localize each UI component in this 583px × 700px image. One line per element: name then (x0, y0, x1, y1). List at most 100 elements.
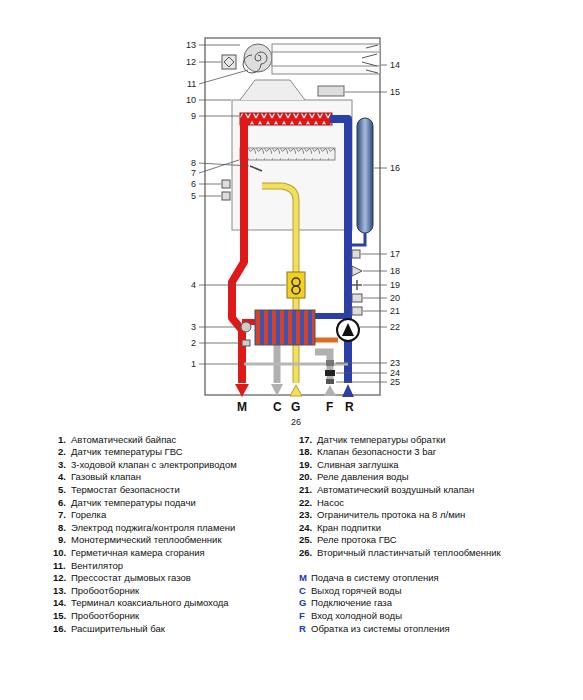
leader-lines (199, 70, 248, 84)
list-number: 14. (53, 598, 66, 609)
expansion-tank (357, 118, 373, 233)
callout-number: 1 (191, 359, 196, 369)
leader-lines (381, 65, 387, 66)
leader-lines (199, 184, 221, 185)
fan (243, 52, 267, 73)
callout-number: 22 (390, 322, 400, 332)
legend-letter: M (299, 573, 307, 584)
list-number: 25. (299, 535, 312, 546)
leader-lines (361, 254, 387, 255)
pump (337, 319, 359, 341)
burner (240, 148, 335, 160)
legend-text: Обратка из системы отопления (311, 624, 450, 635)
list-text: Пробоотборник (71, 586, 139, 597)
callout-number: 13 (186, 40, 196, 50)
leader-lines (199, 116, 239, 117)
heat-exchanger (240, 113, 332, 125)
dhw-pipes (315, 352, 330, 383)
callout-number: 16 (390, 163, 400, 173)
list-number: 26. (299, 548, 312, 559)
list-text: Термостат безопасности (71, 485, 180, 496)
callout-number: 18 (390, 266, 400, 276)
list-text: Автоматический байпас (71, 435, 176, 446)
gas-pipe (292, 286, 300, 294)
list-number: 8. (58, 523, 66, 534)
callout-number: 21 (390, 306, 400, 316)
list-number: 9. (58, 535, 66, 546)
list-number: 13. (53, 586, 66, 597)
leader-lines (363, 285, 387, 286)
flue-terminal (272, 44, 380, 74)
port-letter: F (326, 401, 333, 415)
callout-number: 4 (191, 280, 196, 290)
callout-number: 15 (390, 87, 400, 97)
plate-exchanger (255, 310, 315, 345)
list-number: 5. (58, 485, 66, 496)
list-number: 18. (299, 447, 312, 458)
heat-exchanger (240, 113, 332, 125)
burner (222, 148, 335, 200)
port-letter: M (237, 401, 247, 415)
leader-lines (199, 160, 239, 173)
list-text: Ограничитель протока на 8 л/мин (317, 510, 465, 521)
dhw-pipes (325, 370, 335, 376)
list-text: Пробоотборник (71, 611, 139, 622)
list-text: Электрод поджига/контроля пламени (71, 523, 235, 534)
callout-number: 7 (191, 168, 196, 178)
callout-number: 24 (390, 368, 400, 378)
list-text: Датчик температуры ГВС (71, 447, 183, 458)
list-text: Реле протока ГВС (317, 535, 397, 546)
expansion-tank (357, 118, 373, 233)
callout-number: 10 (186, 95, 196, 105)
list-number: 23. (299, 510, 312, 521)
list-number: 24. (299, 523, 312, 534)
list-number: 19. (299, 460, 312, 471)
callout-number: 9 (191, 111, 196, 121)
list-text: 3-ходовой клапан с электроприводом (71, 460, 237, 471)
port-letter: R (345, 401, 354, 415)
return-pipe (342, 384, 354, 397)
list-text: Вентилятор (71, 561, 123, 572)
callout-number: 23 (390, 358, 400, 368)
leader-lines (363, 271, 387, 272)
valve-and-sensors (352, 280, 362, 290)
list-number: 12. (53, 573, 66, 584)
gas-pipe (287, 272, 305, 298)
callout-number: 3 (191, 322, 196, 332)
valve-and-sensors (241, 250, 362, 346)
list-text: Сливная заглушка (317, 460, 399, 471)
callout-number: 6 (191, 179, 196, 189)
list-text: Прессостат дымовых газов (71, 573, 191, 584)
list-number: 4. (58, 472, 66, 483)
list-number: 2. (58, 447, 66, 458)
leader-lines (199, 62, 221, 63)
leader-lines (199, 100, 231, 101)
burner (222, 192, 230, 200)
list-text: Горелка (71, 510, 106, 521)
list-text: Расширительный бак (71, 624, 165, 635)
list-text: Датчик температуры обратки (317, 435, 446, 446)
valve-and-sensors (352, 307, 362, 315)
leader-lines (363, 311, 387, 312)
legend-text: Вход холодной воды (311, 611, 402, 622)
return-pipe (348, 233, 365, 245)
sample-point (318, 86, 344, 96)
callout-number: 11 (187, 79, 196, 89)
list-number: 1. (58, 435, 66, 446)
leader-lines (374, 168, 387, 169)
dhw-pipes (326, 379, 334, 384)
fan (244, 44, 272, 72)
housing (205, 38, 380, 395)
callout-number: 19 (390, 280, 400, 290)
gas-pipe (290, 385, 302, 396)
pump (342, 323, 354, 336)
list-number: 22. (299, 498, 312, 509)
callout-number: 5 (191, 191, 196, 201)
leader-lines (363, 298, 387, 299)
return-pipe (315, 313, 348, 319)
list-text: Датчик температуры подачи (71, 498, 196, 509)
port-letter: C (273, 401, 282, 415)
housing (240, 80, 305, 100)
valve-and-sensors (242, 340, 250, 346)
flue-terminal (272, 44, 380, 74)
